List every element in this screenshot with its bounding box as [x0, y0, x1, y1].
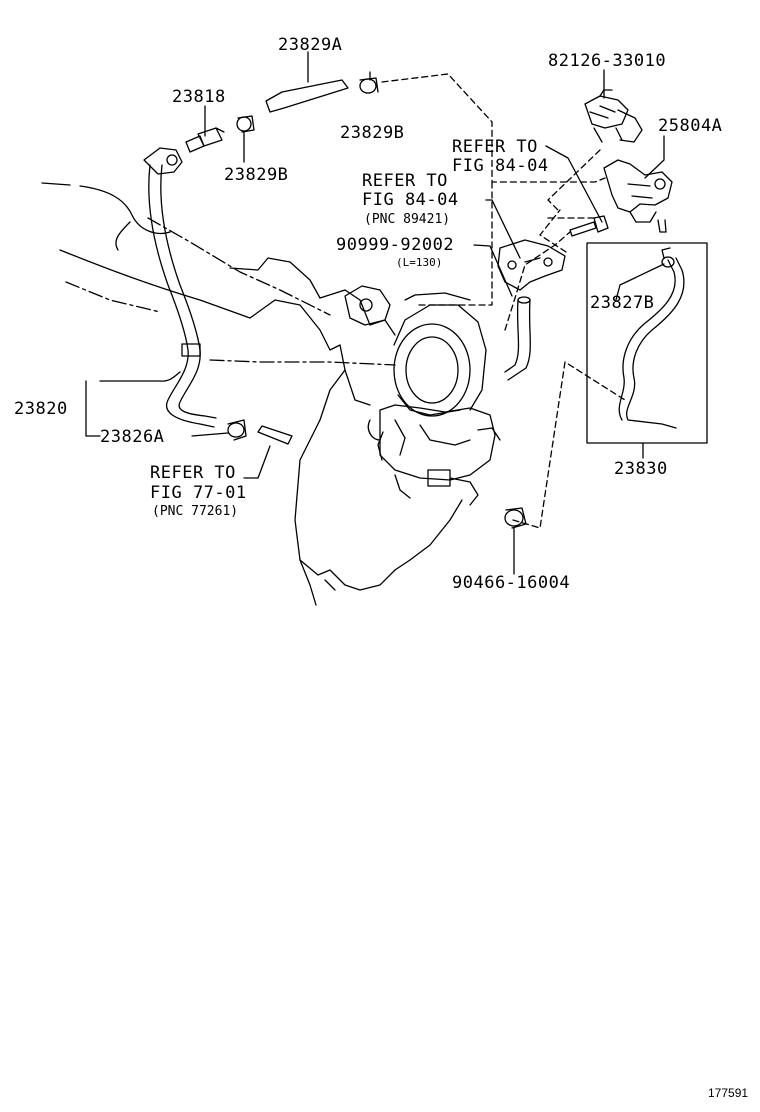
part-number-23829B-mid: 23829B [224, 165, 289, 185]
hose-23820 [143, 147, 217, 428]
part-number-23827B: 23827B [590, 293, 655, 313]
solid-leaders [85, 51, 665, 575]
clamp-90466-16004 [504, 507, 527, 529]
fig-ref-84-04-upper: FIG 84-04 [452, 156, 549, 176]
pnc-77261: (PNC 77261) [152, 504, 239, 519]
connector-82126-33010 [584, 89, 643, 143]
part-number-90466-16004: 90466-16004 [452, 573, 571, 593]
hose-23830-box [586, 242, 708, 444]
throttle-body [344, 285, 501, 506]
part-number-23829A: 23829A [278, 35, 343, 55]
part-number-23820: 23820 [14, 399, 68, 419]
engine-outline [41, 182, 463, 606]
clamp-23826A [227, 419, 247, 441]
reference-lines [65, 217, 396, 366]
part-number-23826A: 23826A [100, 427, 165, 447]
bracket [497, 239, 566, 291]
valve-25804A [603, 159, 673, 233]
refer-to-label-2: REFER TO [362, 171, 448, 191]
clamp-23829B-top [359, 77, 379, 94]
hose-23830 [618, 257, 685, 429]
connector-23818 [185, 127, 225, 153]
short-hose [257, 425, 293, 445]
fig-ref-77-01: FIG 77-01 [150, 483, 247, 503]
part-number-23818: 23818 [172, 87, 226, 107]
part-number-82126-33010: 82126-33010 [548, 51, 667, 71]
hose-23829A [265, 79, 349, 113]
part-number-25804A: 25804A [658, 116, 723, 136]
refer-to-label-1: REFER TO [452, 137, 538, 157]
part-number-23830: 23830 [614, 459, 668, 479]
refer-to-label-3: REFER TO [150, 463, 236, 483]
clamp-23829B-mid [236, 115, 255, 133]
bolt [569, 215, 609, 237]
length-note: (L=130) [396, 256, 443, 269]
figure-id: 177591 [708, 1086, 749, 1100]
part-number-23829B-top: 23829B [340, 123, 405, 143]
hose-90999-92002 [504, 299, 531, 381]
fig-ref-84-04-lower: FIG 84-04 [362, 190, 459, 210]
pnc-89421: (PNC 89421) [364, 212, 451, 227]
part-number-90999-92002: 90999-92002 [336, 235, 455, 255]
